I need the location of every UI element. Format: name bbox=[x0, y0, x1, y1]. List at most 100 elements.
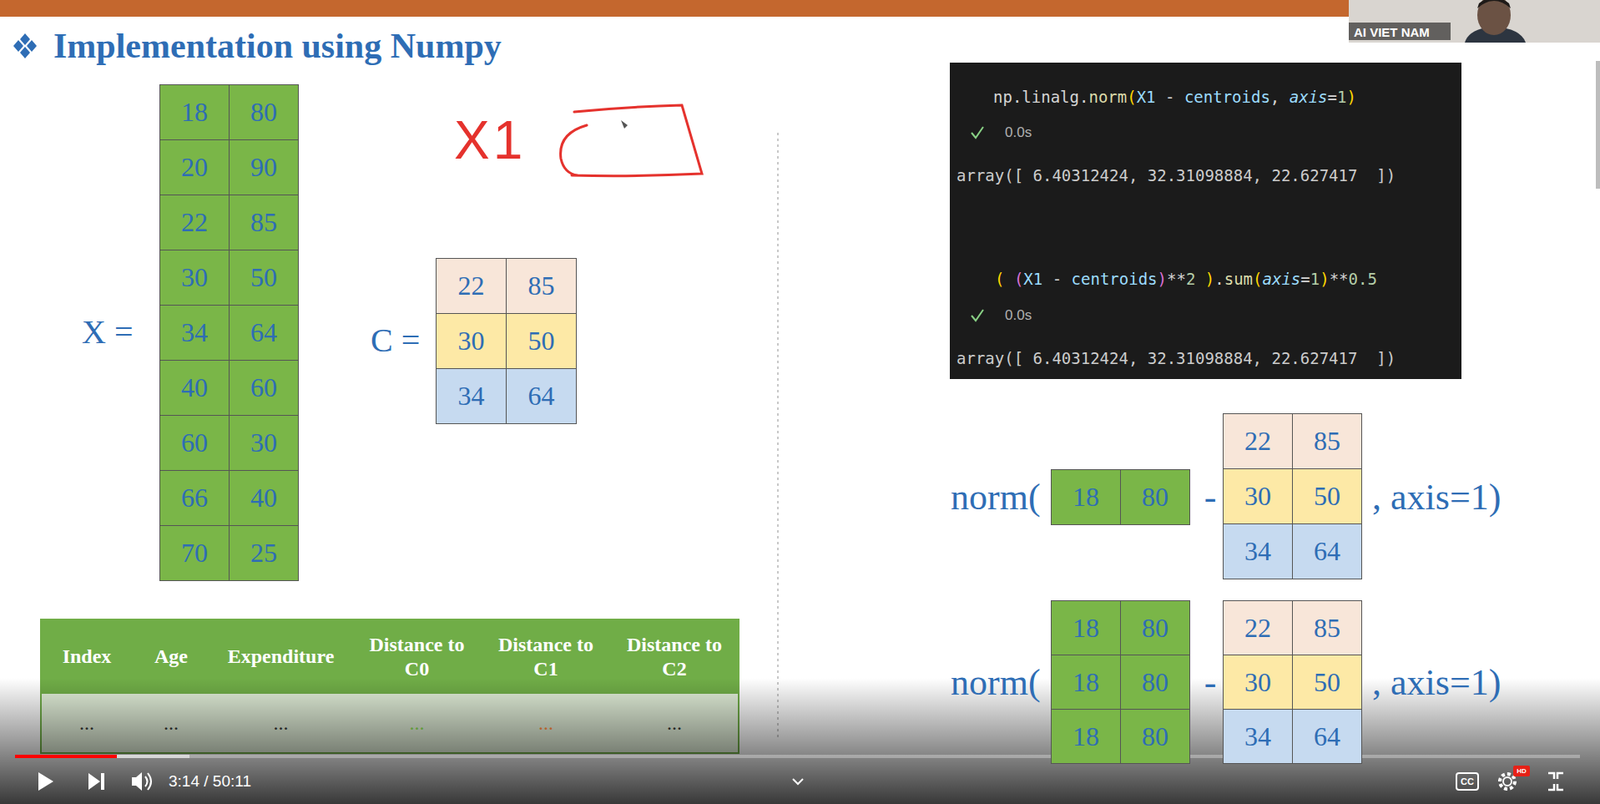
table-cell: ... bbox=[209, 693, 353, 753]
matrix-cell: 30 bbox=[1222, 468, 1293, 525]
divider-line bbox=[777, 132, 779, 740]
play-icon bbox=[38, 772, 54, 791]
matrix-cell: 25 bbox=[228, 524, 299, 581]
webcam bbox=[1348, 0, 1600, 43]
code-token: np bbox=[993, 87, 1013, 106]
slide-title: Implementation using Numpy bbox=[53, 25, 502, 66]
volume-waves bbox=[145, 772, 152, 790]
matrix-cell: 60 bbox=[228, 359, 299, 416]
function-text: , axis=1) bbox=[1372, 475, 1501, 519]
next-icon bbox=[88, 772, 105, 790]
table-cell: ... bbox=[132, 693, 210, 753]
code-token: 1 bbox=[1337, 87, 1347, 106]
matrix-cell: 80 bbox=[1120, 654, 1191, 710]
matrix-cell: 70 bbox=[159, 524, 230, 581]
matrix-cell: 18 bbox=[1050, 469, 1121, 525]
output-line: array([ 6.40312424, 32.31098884, 22.6274… bbox=[956, 348, 1396, 368]
matrix-cell: 80 bbox=[1120, 469, 1191, 525]
code-token: * bbox=[1329, 269, 1339, 288]
matrix-cell: 18 bbox=[1050, 600, 1121, 656]
matrix-cell: 50 bbox=[1292, 468, 1363, 525]
matrix-cell: 85 bbox=[505, 257, 577, 314]
code-token: linalg bbox=[1021, 87, 1080, 106]
code-token: . bbox=[1214, 269, 1224, 288]
code-line: ( (X1 - centroids)**2 ).sum(axis=1)**0.5 bbox=[994, 269, 1378, 288]
code-panel-ground bbox=[949, 62, 1462, 379]
code-token: axis bbox=[1262, 269, 1302, 288]
cc-icon bbox=[1456, 772, 1479, 790]
progress-buffer bbox=[15, 754, 190, 758]
webcam-head bbox=[1477, 0, 1511, 36]
code-token: - bbox=[1165, 87, 1175, 106]
matrix-cell: 18 bbox=[159, 84, 230, 141]
matrix-cell: 30 bbox=[435, 312, 507, 369]
code-token: norm bbox=[1088, 87, 1127, 106]
operator: - bbox=[1204, 475, 1217, 519]
matrix-cell: 80 bbox=[228, 84, 299, 141]
matrix-cell: 30 bbox=[228, 414, 299, 471]
matrix-cell: 34 bbox=[435, 368, 507, 424]
scrollbar bbox=[1595, 60, 1600, 189]
code-token: = bbox=[1300, 269, 1310, 288]
code-token: , bbox=[1270, 87, 1280, 106]
code-token bbox=[1061, 269, 1071, 288]
matrix-cell: 64 bbox=[1292, 523, 1363, 580]
table-header-cell: Distance to C1 bbox=[481, 619, 611, 694]
code-token bbox=[1279, 87, 1289, 106]
table-header-cell: Distance to C0 bbox=[352, 619, 482, 694]
matrix-cell: 22 bbox=[1222, 600, 1293, 656]
code-token: sum bbox=[1224, 269, 1253, 288]
code-token: X1 bbox=[1023, 269, 1043, 288]
matrix-cell: 80 bbox=[1120, 600, 1191, 656]
channel-name: AI VIET NAM bbox=[1353, 25, 1430, 40]
matrix-cell: 22 bbox=[435, 257, 507, 314]
matrix-cell: 20 bbox=[159, 139, 230, 196]
code-token: ) bbox=[1319, 269, 1329, 288]
handwritten-note: X1 bbox=[454, 109, 526, 172]
matrix-cell: 64 bbox=[228, 304, 299, 361]
check-mark bbox=[971, 309, 984, 321]
matrix-cell: 22 bbox=[159, 194, 230, 251]
table-cell: ... bbox=[352, 693, 482, 753]
code-token: * bbox=[1338, 269, 1348, 288]
chevron-icon bbox=[792, 778, 803, 784]
matrix-cell: 34 bbox=[1222, 708, 1293, 764]
pen-scribble bbox=[560, 105, 702, 177]
output-line: 0.0s bbox=[1004, 124, 1032, 142]
code-token: 0.5 bbox=[1348, 269, 1378, 288]
table-header-cell: Expenditure bbox=[209, 619, 353, 694]
matrix-cell: 34 bbox=[159, 304, 230, 361]
matrix-cell: 50 bbox=[505, 312, 577, 369]
table-cell: ... bbox=[610, 693, 739, 753]
volume-icon bbox=[131, 772, 142, 791]
table-header-cell: Age bbox=[132, 619, 210, 694]
code-token bbox=[1004, 269, 1014, 288]
code-token: axis bbox=[1289, 87, 1328, 106]
code-token bbox=[1155, 87, 1166, 106]
code-token: ( bbox=[1252, 269, 1262, 288]
code-token: ) bbox=[1205, 269, 1215, 288]
operator: - bbox=[1204, 661, 1217, 704]
code-token: . bbox=[1012, 87, 1022, 106]
matrix-cell: 34 bbox=[1222, 523, 1293, 580]
time-display: 3:14 / 50:11 bbox=[168, 772, 252, 791]
check-mark bbox=[971, 126, 984, 138]
matrix-cell: 18 bbox=[1050, 654, 1121, 710]
matrix-cell: 18 bbox=[1050, 708, 1121, 764]
title-bullet bbox=[13, 33, 37, 59]
matrix-cell: 90 bbox=[228, 139, 299, 196]
code-token: * bbox=[1166, 269, 1177, 288]
code-token bbox=[1042, 269, 1052, 288]
cc-text: CC bbox=[1456, 772, 1479, 790]
pen-cursor bbox=[620, 120, 628, 129]
function-text: norm( bbox=[950, 661, 1041, 704]
table-cell: ... bbox=[40, 693, 133, 753]
function-text: norm( bbox=[950, 475, 1041, 519]
code-token: X1 bbox=[1136, 87, 1156, 106]
webcam-tag-ground bbox=[1348, 22, 1451, 41]
code-token: ( bbox=[994, 269, 1005, 288]
matrix-name: X = bbox=[81, 312, 133, 352]
hd-badge: HD bbox=[1513, 765, 1530, 777]
code-token: . bbox=[1079, 87, 1089, 106]
